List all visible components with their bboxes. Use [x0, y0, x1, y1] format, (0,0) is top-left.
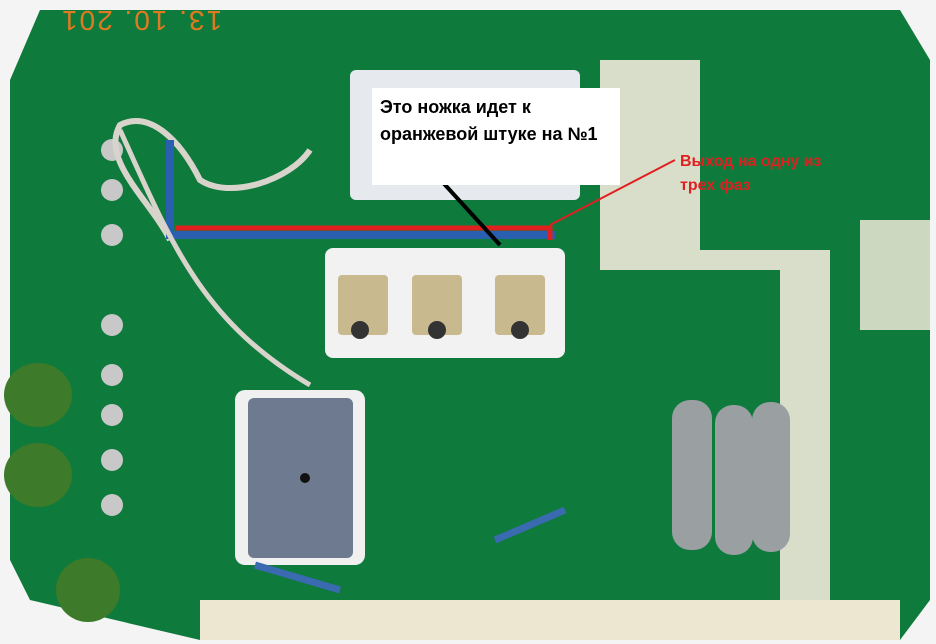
black-annotation: Это ножка идет к оранжевой штуке на №1 [372, 88, 620, 185]
red-annotation: Выход на одну из трех фаз [680, 153, 822, 194]
red-pointer-line [549, 159, 676, 226]
red-highlight-trace [175, 225, 553, 240]
silkscreen-trace [600, 60, 830, 620]
varistors [4, 363, 120, 622]
date-stamp: 13. 10. 201 [60, 5, 223, 36]
power-resistors [672, 400, 790, 555]
